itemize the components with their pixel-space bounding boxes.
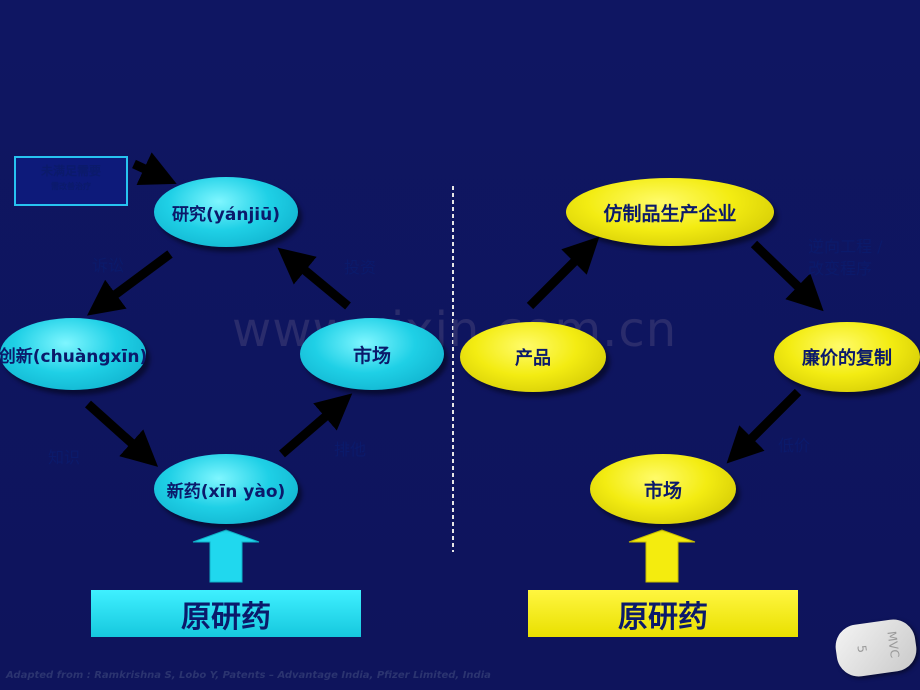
arrow-newdrug-to-market (279, 393, 353, 458)
up-arrow-right (628, 529, 696, 583)
arrow-copy-to-market (726, 388, 802, 464)
arrow-need-to-research (132, 152, 177, 185)
node-product-label: 产品 (515, 348, 551, 369)
label-knowledge: 知识 (48, 448, 81, 467)
up-arrow-left (192, 529, 260, 583)
unmet-need-subtitle: 需改善治疗 (51, 182, 91, 191)
label-low-price: 低价 (778, 436, 811, 455)
arrow-innovation-to-newdrug (84, 400, 159, 467)
originator-bar-right: 原研药 (528, 590, 798, 637)
originator-bar-left: 原研药 (91, 590, 361, 637)
node-generic-company-label: 仿制品生产企业 (603, 202, 737, 225)
originator-bar-left-label: 原研药 (181, 599, 271, 635)
watermark-text: www.zixin.com.cn (232, 302, 678, 358)
node-research-label: 研究(yánjiū) (172, 204, 280, 225)
unmet-need-box: 未满足需要 需改善治疗 (14, 156, 128, 206)
node-new-drug-label: 新药(xīn yào) (166, 481, 286, 502)
footer-citation: Adapted from : Ramkrishna S, Lobo Y, Pat… (6, 670, 491, 681)
pill-mark-mvc: MVC (884, 630, 902, 659)
originator-bar-right-label: 原研药 (618, 599, 708, 635)
node-generic-company: 仿制品生产企业 (566, 178, 774, 246)
node-market-right-label: 市场 (643, 479, 682, 502)
node-innovation-label: 创新(chuàngxīn) (0, 346, 148, 367)
arrow-company-to-copy (750, 240, 824, 312)
label-reverse-engineering: 逆向工程 / 改变程序 (808, 236, 882, 280)
label-reverse-line2: 改变程序 (808, 259, 873, 278)
node-new-drug: 新药(xīn yào) (154, 454, 298, 524)
node-cheap-copy: 廉价的复制 (774, 322, 920, 392)
node-research: 研究(yánjiū) (154, 177, 298, 247)
label-invest: 投资 (344, 258, 377, 277)
node-cheap-copy-label: 廉价的复制 (802, 348, 892, 369)
label-exclusive: 排他 (334, 440, 367, 459)
unmet-need-title: 未满足需要 (40, 164, 101, 178)
arrow-market-to-research (277, 247, 351, 310)
node-market-left-label: 市场 (352, 344, 391, 367)
label-reverse-line1: 逆向工程 / (808, 237, 883, 256)
node-product: 产品 (460, 322, 606, 392)
arrow-product-to-company (526, 236, 600, 310)
node-market-right: 市场 (590, 454, 736, 524)
node-market-left: 市场 (300, 318, 444, 390)
arrow-research-to-innovation (86, 250, 173, 316)
pill-mark-5: 5 (854, 644, 870, 654)
node-innovation: 创新(chuàngxīn) (0, 318, 148, 390)
label-patent: 诉讼 (92, 256, 125, 275)
